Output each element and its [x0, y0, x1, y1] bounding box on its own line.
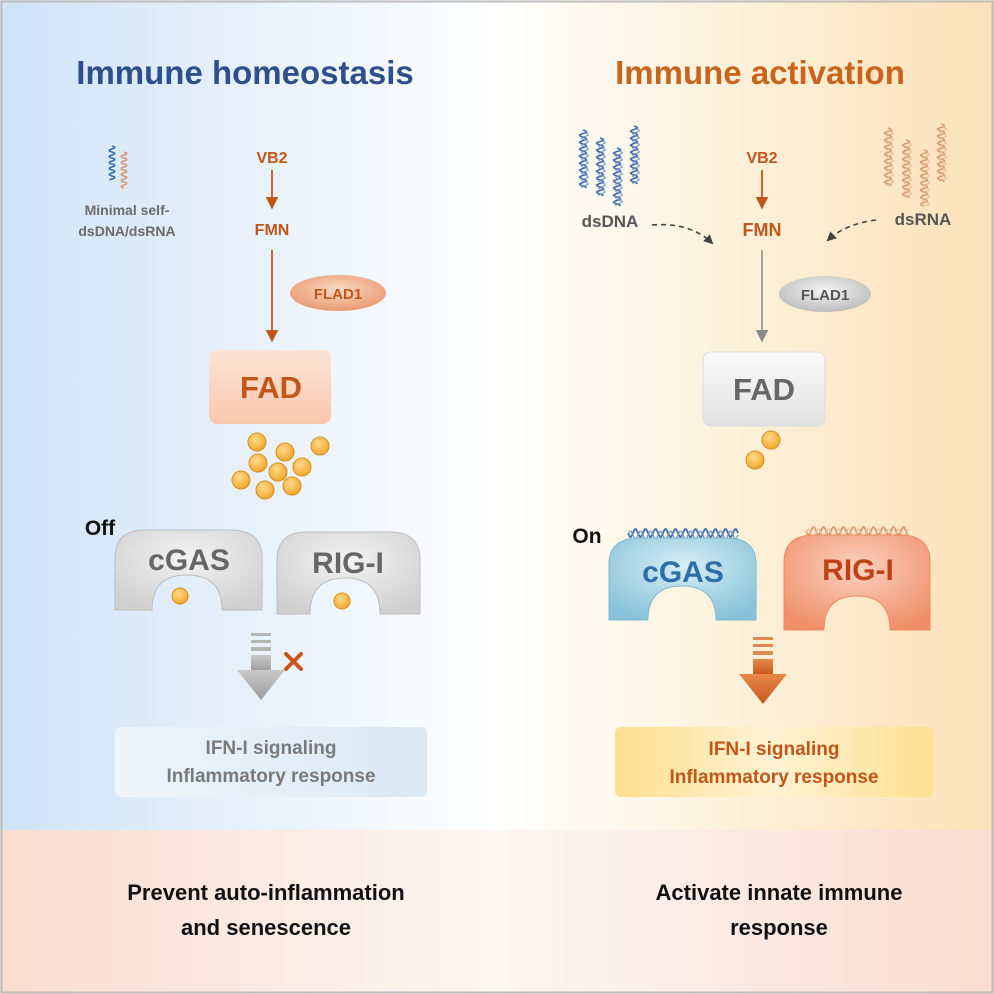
left-outcome-box [115, 727, 427, 797]
right-footer-line2: response [730, 915, 828, 940]
right-flad1-label: FLAD1 [801, 287, 849, 304]
right-outcome-line2: Inflammatory response [669, 767, 878, 788]
dsdna-strand [580, 132, 590, 189]
right-cgas-label: cGAS [642, 556, 724, 589]
right-rigi-label: RIG-I [822, 554, 894, 587]
left-fad-particles [231, 432, 330, 500]
right-vb2-label: VB2 [746, 150, 777, 167]
right-fad-label: FAD [733, 372, 795, 407]
left-block-x-icon [284, 652, 303, 671]
left-flad1-enzyme [290, 275, 386, 311]
right-outcome-line1: IFN-I signaling [709, 739, 840, 760]
left-title: Immune homeostasis [76, 54, 413, 91]
right-footer-line1: Activate innate immune [656, 880, 903, 905]
left-footer-line1: Prevent auto-inflammation [127, 880, 404, 905]
footer-background [0, 830, 994, 994]
dsrna-label: dsRNA [895, 210, 952, 229]
dsrna-strand [903, 142, 913, 199]
self-label-line1: Minimal self- [85, 202, 170, 218]
left-cgas-bound-fad [171, 587, 189, 605]
right-rigi-sensor [783, 534, 931, 631]
left-fad-box [209, 350, 331, 424]
left-vb2-label: VB2 [256, 150, 287, 167]
fad-particle [292, 457, 312, 477]
fad-particle [255, 480, 275, 500]
right-state-label: On [572, 525, 601, 548]
dsdna-label: dsDNA [582, 212, 639, 231]
left-state-label: Off [85, 517, 116, 540]
left-blocked-signal-arrow [237, 633, 285, 700]
right-fmn-label: FMN [743, 220, 782, 240]
dsdna-strand [631, 128, 641, 185]
left-fad-label: FAD [240, 370, 302, 405]
left-rigi-bound-fad [333, 592, 351, 610]
fad-particle [268, 462, 288, 482]
fad-particle [745, 450, 765, 470]
cgas-dna-strand [627, 528, 739, 538]
fad-particle [310, 436, 330, 456]
dsrna-strand [885, 130, 895, 187]
fad-particle [275, 442, 295, 462]
left-cgas-sensor [114, 529, 263, 611]
fad-particle [282, 476, 302, 496]
left-flad1-label: FLAD1 [314, 286, 362, 303]
right-active-signal-arrow [739, 637, 787, 704]
right-fad-box [702, 351, 826, 427]
left-rigi-label: RIG-I [312, 547, 384, 580]
left-footer-line2: and senescence [181, 915, 351, 940]
rigi-rna-strand [805, 526, 909, 536]
dsrna-strands-icon [883, 123, 948, 207]
dsrna-to-fmn-arrow [826, 219, 877, 242]
fad-particle [248, 453, 268, 473]
left-outcome-line2: Inflammatory response [166, 766, 375, 787]
right-title: Immune activation [615, 54, 905, 91]
left-rigi-sensor [276, 531, 421, 615]
dsrna-strand [938, 126, 948, 183]
self-label-line2: dsDNA/dsRNA [78, 223, 175, 239]
right-outcome-box [615, 727, 933, 797]
right-flad1-enzyme [779, 276, 871, 312]
minimal-self-nucleic-acid-icon [108, 145, 128, 189]
dsdna-strand [614, 150, 624, 207]
dsdna-strands-icon [578, 125, 641, 207]
dsdna-strand [597, 140, 607, 197]
left-fmn-label: FMN [255, 222, 290, 239]
fad-particle [247, 432, 267, 452]
dsdna-to-fmn-arrow [651, 223, 714, 245]
right-cgas-sensor [608, 537, 757, 621]
left-cgas-label: cGAS [148, 544, 230, 577]
fad-particle [761, 430, 781, 450]
left-outcome-line1: IFN-I signaling [206, 738, 337, 759]
fad-particle [231, 470, 251, 490]
dsrna-strand [921, 152, 931, 207]
right-fad-particles [745, 430, 781, 470]
